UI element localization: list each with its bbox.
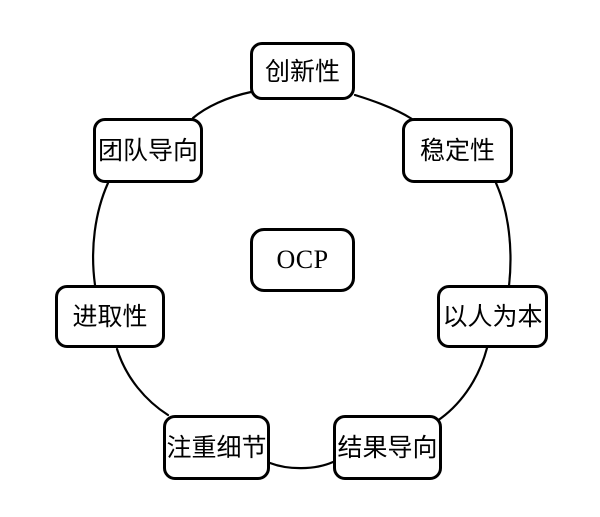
edge-innovation-stability <box>353 93 414 121</box>
node-aggressive[interactable]: 进取性 <box>55 285 165 348</box>
node-innovation[interactable]: 创新性 <box>250 42 355 100</box>
edge-detail-aggressive <box>115 347 170 417</box>
node-results[interactable]: 结果导向 <box>333 415 442 480</box>
node-people-first-label: 以人为本 <box>442 302 543 331</box>
edge-people-results <box>435 346 489 423</box>
node-people-first[interactable]: 以人为本 <box>437 285 548 348</box>
node-stability-label: 稳定性 <box>419 136 495 165</box>
edge-stability-people <box>494 181 512 288</box>
edge-aggressive-team <box>92 181 110 287</box>
node-stability[interactable]: 稳定性 <box>402 118 513 183</box>
node-aggressive-label: 进取性 <box>72 302 148 331</box>
edge-results-detail <box>268 460 335 470</box>
node-ocp-center[interactable]: OCP <box>250 228 355 292</box>
node-ocp-label: OCP <box>276 245 329 274</box>
node-detail-label: 注重细节 <box>166 433 267 462</box>
node-detail[interactable]: 注重细节 <box>163 415 270 480</box>
edge-team-innovation <box>191 90 253 120</box>
node-team[interactable]: 团队导向 <box>93 118 203 183</box>
node-innovation-label: 创新性 <box>264 56 340 86</box>
node-results-label: 结果导向 <box>337 433 438 462</box>
node-team-label: 团队导向 <box>97 136 198 165</box>
